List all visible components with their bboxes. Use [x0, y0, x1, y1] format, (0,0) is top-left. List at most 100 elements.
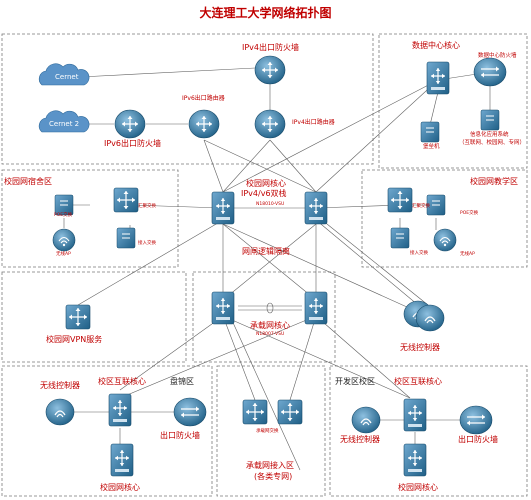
- teach-ap-icon: [433, 228, 457, 252]
- ipv4-router-label: IPv4出口路由器: [292, 119, 335, 126]
- panjin-zone-label: 盘锦区: [170, 377, 194, 386]
- ipv4-firewall-label: IPv4出口防火墙: [242, 43, 300, 52]
- ipv6-firewall-label: IPv6出口防火墙: [104, 139, 162, 148]
- dorm-poe-icon: [54, 194, 74, 216]
- panjin-fw-label: 出口防火墙: [160, 431, 200, 440]
- zone-dorm: [1, 169, 179, 268]
- teach-access-label: 接入交换: [410, 251, 428, 256]
- dorm-agg-icon: [113, 187, 139, 213]
- core-sub-label: IPv4/v6双栈: [241, 189, 287, 198]
- dorm-ap-label: 无线AP: [56, 252, 71, 257]
- link: [315, 315, 411, 399]
- ipv6-router-label: IPv6出口路由器: [182, 95, 225, 102]
- link: [321, 219, 429, 306]
- zone-bearer-access: [216, 365, 326, 497]
- dc-core-icon: [426, 61, 450, 95]
- bearer-switch1-icon: [242, 399, 268, 425]
- zone-panjin: [1, 365, 213, 497]
- info-sys-sub-label: （互联网、校园网、专网）: [459, 140, 526, 146]
- ipv4-router-icon: [254, 109, 286, 139]
- link: [222, 223, 317, 301]
- link: [289, 315, 317, 401]
- link: [222, 139, 271, 193]
- zone-vpn: [1, 271, 187, 363]
- vpn-icon: [65, 304, 91, 330]
- panjin-fw-icon: [173, 397, 207, 427]
- dorm-poe-label: POE交换: [54, 213, 73, 218]
- link: [79, 67, 256, 78]
- teach-poe-label: POE交换: [460, 211, 479, 216]
- core-main-label: 校园网核心: [246, 179, 286, 188]
- panjin-core-label: 校园网核心: [100, 483, 140, 492]
- dorm-zone-label: 校园网宿舍区: [4, 177, 52, 186]
- link: [269, 139, 317, 193]
- link: [77, 219, 224, 306]
- bearer-core-left-icon: [211, 291, 235, 325]
- bearer-switch2-icon: [277, 399, 303, 425]
- cernet2-label: Cernet 2: [49, 120, 80, 128]
- blade-server-icon: [420, 121, 440, 143]
- teach-agg-label: 汇聚交换: [412, 204, 430, 209]
- wlc2-icon: [415, 304, 445, 332]
- panjin-core-icon: [110, 443, 134, 477]
- link: [119, 315, 317, 399]
- link: [315, 219, 419, 306]
- link: [222, 315, 411, 399]
- info-sys-label: 信息化应用系统: [470, 132, 509, 138]
- dorm-access-icon: [116, 227, 136, 249]
- core-model-label: N18010-VSU: [256, 202, 285, 207]
- dev-fw-label: 出口防火墙: [458, 435, 498, 444]
- ipv4-firewall-icon: [254, 55, 286, 85]
- dorm-agg-label: 汇聚交换: [138, 204, 156, 209]
- zone-dev: [329, 365, 528, 497]
- core-right-icon: [304, 191, 328, 225]
- link: [203, 139, 224, 193]
- ipv6-firewall-icon: [114, 109, 146, 139]
- dc-firewall-icon: [473, 57, 507, 87]
- panjin-interconnect-label: 校区互联核心: [98, 377, 146, 386]
- logic-iso-label: 网闸逻辑隔离: [242, 247, 290, 256]
- dev-interconnect-label: 校区互联核心: [394, 377, 442, 386]
- link: [429, 91, 439, 126]
- cernet-label: Cernet: [55, 73, 79, 81]
- zone-teach: [361, 169, 528, 268]
- zone-exit: [1, 33, 374, 165]
- bearer-core-right-icon: [304, 291, 328, 325]
- bearer-access-label: 承载网接入区: [246, 461, 294, 470]
- dorm-ap-icon: [52, 228, 76, 252]
- blade-label: 堡垒机: [423, 144, 440, 150]
- dev-zone-label: 开发区校区: [335, 377, 375, 386]
- dev-wlc-icon: [351, 406, 381, 434]
- link: [129, 204, 224, 209]
- link: [203, 139, 317, 193]
- teach-access-icon: [390, 227, 410, 249]
- wlc-label: 无线控制器: [400, 343, 440, 352]
- dc-firewall-label: 数据中心防火墙: [478, 53, 517, 59]
- bearer-core-label: 承载网核心: [250, 321, 290, 330]
- link: [222, 79, 439, 193]
- link: [222, 315, 256, 401]
- link: [229, 315, 301, 471]
- panjin-wlc-label: 无线控制器: [40, 381, 80, 390]
- core-left-icon: [211, 191, 235, 225]
- link: [315, 204, 401, 209]
- dc-core-label: 数据中心核心: [412, 41, 460, 50]
- ipv6-router-icon: [188, 109, 220, 139]
- teach-ap-label: 无线AP: [460, 252, 475, 257]
- dev-wlc-label: 无线控制器: [340, 435, 380, 444]
- panjin-wlc-icon: [45, 398, 75, 426]
- vsu-ring: [266, 302, 274, 314]
- link: [315, 79, 439, 193]
- dev-core-label: 校园网核心: [398, 483, 438, 492]
- bearer-model-label: N18007-VSU: [256, 332, 285, 337]
- dev-interconnect-icon: [403, 398, 427, 432]
- teach-zone-label: 校园网教学区: [470, 177, 518, 186]
- zone-datacenter: [378, 33, 528, 169]
- link: [119, 315, 224, 391]
- link: [222, 223, 419, 313]
- info-system-icon: [480, 109, 500, 131]
- teach-agg-icon: [387, 187, 413, 213]
- vpn-label: 校园网VPN服务: [46, 335, 103, 344]
- panjin-interconnect-icon: [108, 393, 132, 427]
